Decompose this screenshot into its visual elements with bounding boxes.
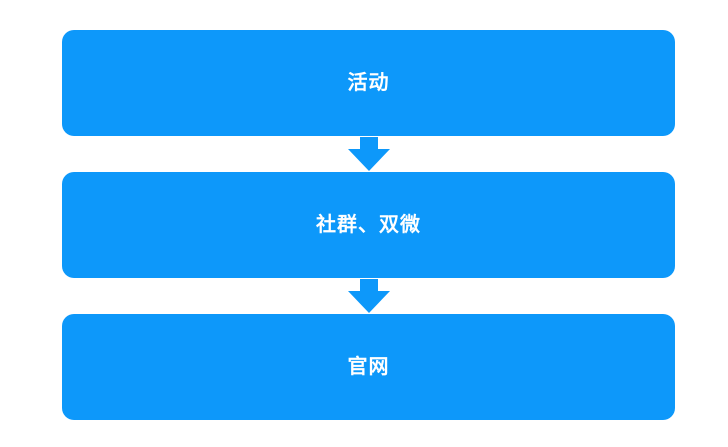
flow-node-activity[interactable]: 活动 xyxy=(62,30,675,136)
flow-node-label: 社群、双微 xyxy=(316,214,421,236)
flow-connector-1 xyxy=(62,136,675,172)
arrow-down-icon xyxy=(347,137,390,171)
flow-node-stack: 活动 社群、双微 官网 xyxy=(62,30,675,420)
flow-connector-2 xyxy=(62,278,675,314)
flow-node-label: 官网 xyxy=(347,356,390,378)
flow-node-official-site[interactable]: 官网 xyxy=(62,314,675,420)
arrow-down-icon xyxy=(347,279,390,313)
flow-node-community[interactable]: 社群、双微 xyxy=(62,172,675,278)
flow-node-label: 活动 xyxy=(347,72,390,94)
